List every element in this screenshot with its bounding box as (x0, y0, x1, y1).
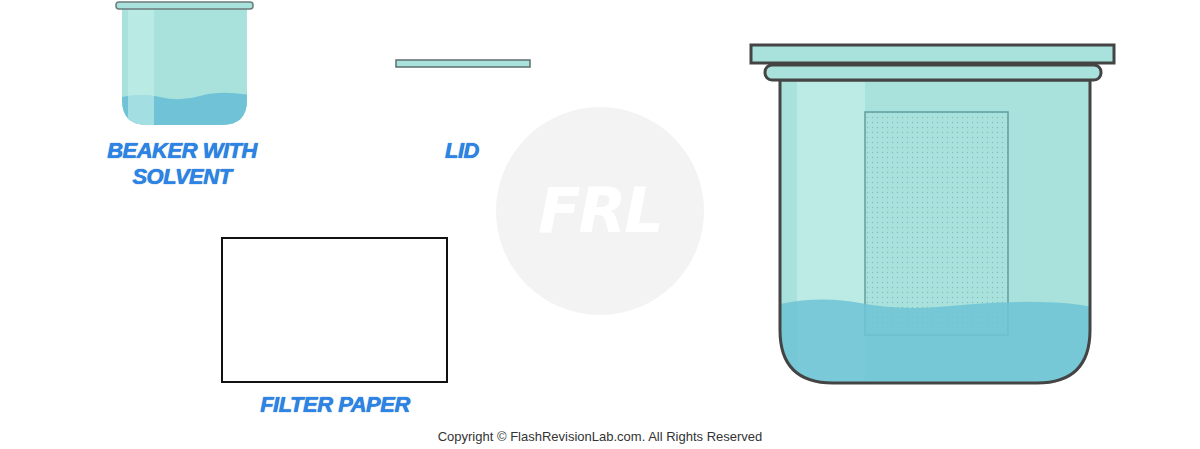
small-beaker (116, 2, 253, 130)
copyright-note: Copyright © FlashRevisionLab.com. All Ri… (350, 429, 850, 445)
glass-highlight (128, 8, 154, 128)
beaker-rim (765, 65, 1101, 80)
solvent (775, 299, 1095, 390)
lid (396, 60, 530, 67)
part-label: BEAKER WITH SOLVENT (87, 138, 277, 190)
assembled-beaker (751, 45, 1114, 390)
filter-paper-inside (865, 112, 1008, 335)
lid (751, 45, 1114, 63)
beaker-outline (780, 80, 1090, 383)
watermark-circle (496, 107, 704, 315)
part-label: LID (402, 138, 522, 164)
part-label: FILTER PAPER (225, 392, 445, 418)
filter-paper-inside (865, 112, 1008, 335)
watermark: FRL (500, 176, 700, 246)
filter-paper (222, 238, 447, 382)
beaker-rim (116, 2, 253, 9)
